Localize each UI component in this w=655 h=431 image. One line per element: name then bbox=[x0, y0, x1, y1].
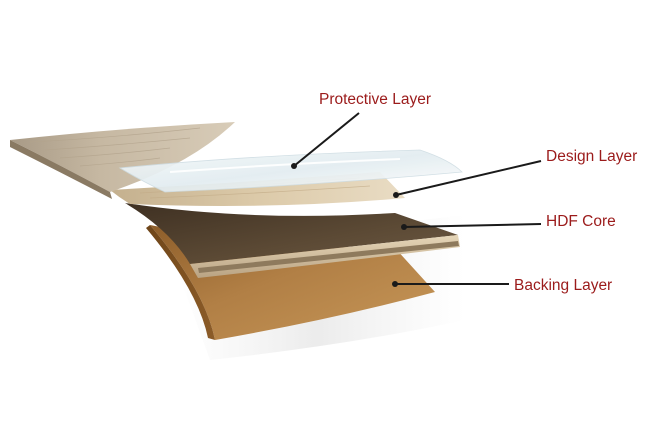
leader-line-hdf bbox=[403, 223, 542, 228]
leader-dots bbox=[291, 163, 407, 287]
backing-layer-edge bbox=[146, 225, 215, 340]
hdf-core-label: HDF Core bbox=[546, 213, 616, 230]
protective-layer-label: Protective Layer bbox=[319, 91, 431, 108]
plank-wood-grain bbox=[29, 127, 201, 167]
hdf-core-tongue bbox=[198, 241, 459, 273]
hdf-core-top bbox=[125, 203, 458, 264]
leader-lines bbox=[293, 112, 542, 285]
backing-layer-label: Backing Layer bbox=[514, 277, 613, 294]
leader-line-design bbox=[395, 160, 542, 196]
protective-layer-highlight bbox=[169, 158, 401, 173]
leader-line-protective bbox=[293, 112, 360, 167]
plank-top bbox=[10, 122, 235, 192]
design-layer-label: Design Layer bbox=[546, 148, 638, 165]
plank-edge bbox=[10, 140, 112, 199]
